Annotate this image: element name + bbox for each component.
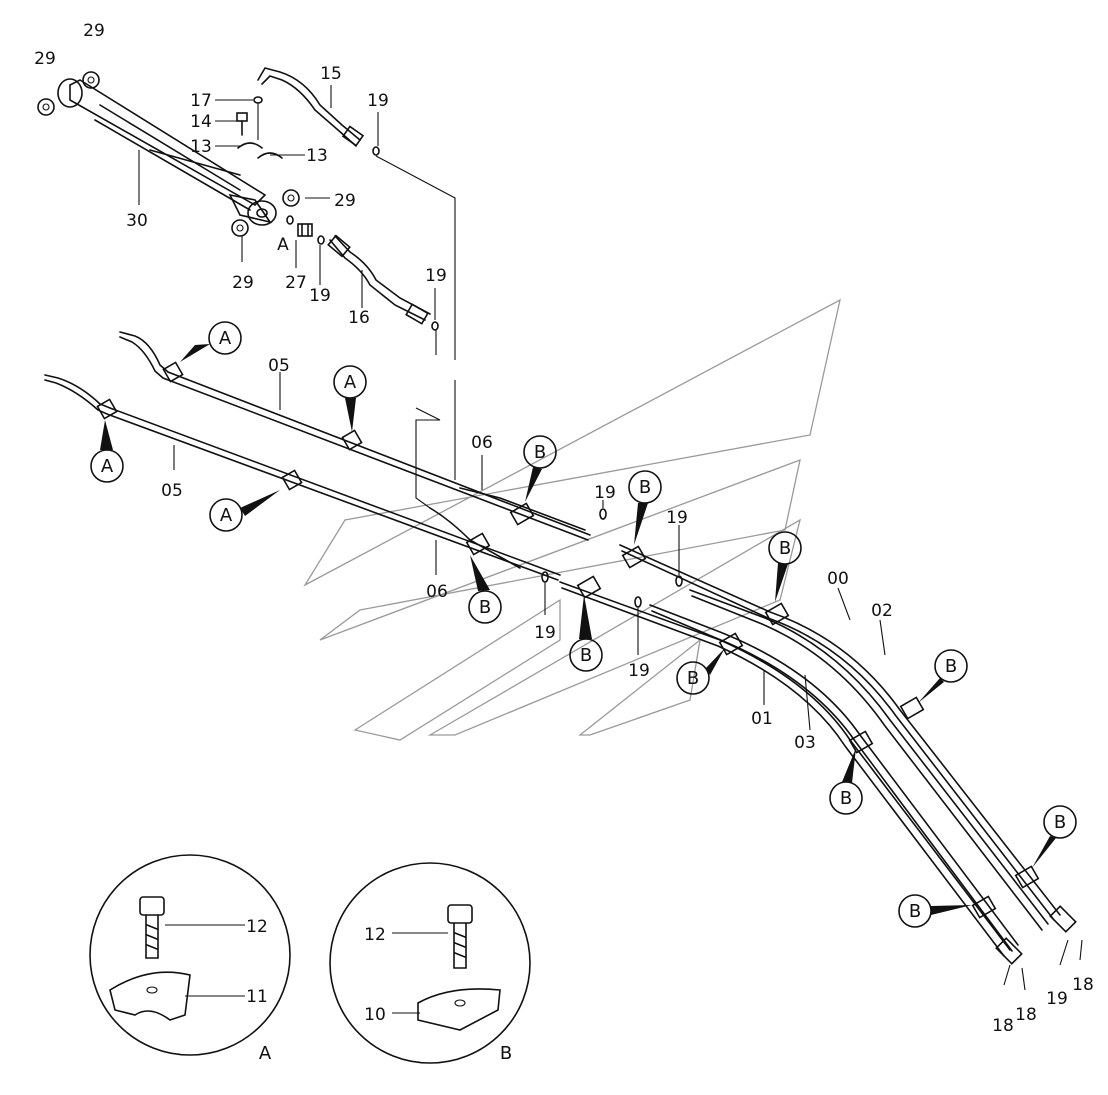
svg-text:B: B <box>639 477 651 498</box>
svg-text:19: 19 <box>309 286 331 306</box>
svg-text:13: 13 <box>306 146 328 166</box>
callout-b-3: B <box>768 531 802 602</box>
fitting-27 <box>297 223 313 237</box>
svg-text:06: 06 <box>471 433 493 453</box>
svg-text:17: 17 <box>190 91 212 111</box>
svg-text:29: 29 <box>334 191 356 211</box>
o-rings-lower <box>541 508 683 608</box>
pipes-01-03 <box>559 581 1023 965</box>
callout-b-8: B <box>829 748 863 815</box>
svg-text:A: A <box>101 456 114 477</box>
callout-b-2: B <box>628 470 662 545</box>
svg-text:B: B <box>840 788 852 809</box>
svg-text:29: 29 <box>34 49 56 69</box>
watermark-logo <box>303 298 841 741</box>
svg-text:A: A <box>219 328 232 349</box>
detail-b: 12 10 B <box>329 862 531 1064</box>
callout-b-9: B <box>1032 805 1077 868</box>
callout-a-4: A <box>209 490 280 532</box>
bushing-29 <box>37 71 300 237</box>
svg-text:29: 29 <box>83 21 105 41</box>
svg-text:01: 01 <box>751 709 773 729</box>
svg-text:B: B <box>534 442 546 463</box>
bolt-14 <box>236 112 248 136</box>
svg-text:10: 10 <box>364 1005 386 1025</box>
svg-text:06: 06 <box>426 582 448 602</box>
svg-text:A: A <box>277 235 289 255</box>
callout-b-7: B <box>918 649 968 703</box>
svg-text:A: A <box>220 505 233 526</box>
callout-a-3: A <box>90 420 124 483</box>
svg-text:00: 00 <box>827 569 849 589</box>
svg-text:18: 18 <box>1015 1005 1037 1025</box>
svg-text:B: B <box>779 538 791 559</box>
svg-text:19: 19 <box>367 91 389 111</box>
svg-text:05: 05 <box>268 356 290 376</box>
svg-text:A: A <box>344 372 357 393</box>
callout-b-4: B <box>468 555 502 624</box>
svg-text:16: 16 <box>348 308 370 328</box>
svg-text:02: 02 <box>871 601 893 621</box>
svg-text:12: 12 <box>364 925 386 945</box>
svg-text:19: 19 <box>1046 989 1068 1009</box>
hose-16 <box>327 234 431 325</box>
callout-a-1: A <box>180 321 242 362</box>
pipe-clamps <box>96 361 1040 919</box>
part-labels: 29 29 29 29 30 17 14 13 13 15 19 A 27 19… <box>34 21 1094 1036</box>
svg-text:13: 13 <box>190 137 212 157</box>
svg-text:A: A <box>259 1043 272 1064</box>
callout-b-6: B <box>676 648 725 695</box>
pipes-00-02 <box>619 544 1077 933</box>
leader-lines-lower <box>173 372 1083 991</box>
hose-15 <box>257 67 365 147</box>
svg-text:B: B <box>687 668 699 689</box>
svg-text:29: 29 <box>232 273 254 293</box>
svg-text:18: 18 <box>1072 975 1094 995</box>
svg-text:19: 19 <box>425 266 447 286</box>
svg-text:27: 27 <box>285 273 307 293</box>
detail-a: 12 11 A <box>89 854 291 1064</box>
svg-text:B: B <box>1054 812 1066 833</box>
o-rings <box>253 96 439 331</box>
pipe-05-upper <box>119 331 591 541</box>
svg-text:B: B <box>945 656 957 677</box>
callout-a-2: A <box>333 365 367 432</box>
svg-text:03: 03 <box>794 733 816 753</box>
svg-text:12: 12 <box>246 917 268 937</box>
svg-text:19: 19 <box>628 661 650 681</box>
svg-text:B: B <box>500 1043 512 1064</box>
svg-text:19: 19 <box>534 623 556 643</box>
pipe-05-lower <box>44 374 561 581</box>
svg-text:11: 11 <box>246 987 268 1007</box>
svg-text:19: 19 <box>666 508 688 528</box>
callout-b-5: B <box>569 595 603 672</box>
svg-text:18: 18 <box>992 1016 1014 1036</box>
svg-text:05: 05 <box>161 481 183 501</box>
svg-text:14: 14 <box>190 112 212 132</box>
callout-b-10: B <box>898 894 972 928</box>
svg-text:B: B <box>479 597 491 618</box>
svg-text:30: 30 <box>126 211 148 231</box>
svg-text:B: B <box>580 645 592 666</box>
svg-text:B: B <box>909 901 921 922</box>
hydraulic-cylinder <box>57 78 277 226</box>
callout-b-1: B <box>523 435 557 502</box>
leader-lines <box>138 85 456 509</box>
svg-text:15: 15 <box>320 64 342 84</box>
clamp-13 <box>237 142 283 159</box>
svg-text:19: 19 <box>594 483 616 503</box>
